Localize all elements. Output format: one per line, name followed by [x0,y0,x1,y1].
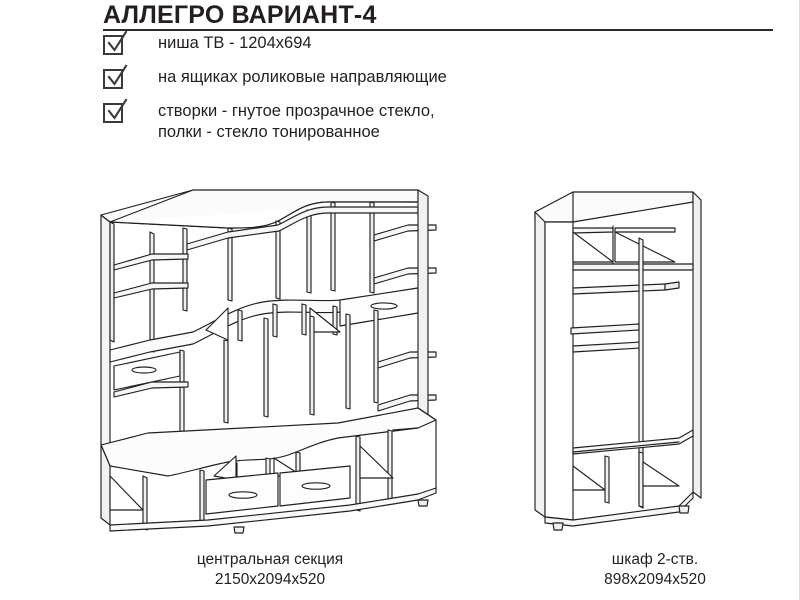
checkmark-icon [107,30,128,52]
feature-label: ниша ТВ - 1204х694 [158,34,312,52]
feature-list: ниша ТВ - 1204х694 на ящиках роликовые н… [103,30,743,155]
wardrobe-right-side [692,191,702,499]
wardrobe-door-handles [570,323,642,353]
feature-label: створки - гнутое прозрачное стекло, полк… [158,102,435,141]
feature-item: створки - гнутое прозрачное стекло, полк… [103,98,743,143]
drawer-handle-icon [131,366,157,374]
caption-wardrobe: шкаф 2-ств. 898x2094x520 [530,550,780,590]
base-bottom-edge [109,407,437,532]
feature-label: на ящиках роликовые направляющие [158,68,447,86]
caption-name: шкаф 2-ств. [611,551,699,568]
wardrobe-top-shelf [572,225,694,271]
mid-drawer [339,287,419,327]
caption-central-section: центральная секция 2150x2094x520 [110,550,430,590]
mid-cubbies [205,303,341,342]
wardrobe-center-divider [638,237,644,509]
wardrobe-hanging-rail [572,281,680,295]
wardrobe-left-side [534,211,546,518]
checkmark-icon [107,64,128,86]
wardrobe-drawing [534,191,702,531]
wardrobe-lower-compartments [572,451,680,508]
checkbox-checked-icon [103,30,128,55]
right-side-panel [417,189,429,424]
drawer-handle-icon [301,482,331,490]
checkmark-icon [107,98,128,120]
upper-dividers [109,201,375,353]
wardrobe-lower-shelf [572,429,694,455]
title-block: АЛЛЕГРО ВАРИАНТ-4 [103,2,773,31]
central-section-drawing [100,189,437,534]
base-cubbies [109,429,394,531]
drawing-area [0,180,799,560]
wardrobe-top-panel [534,191,694,223]
door-handle-icon [572,341,642,353]
feature-item: на ящиках роликовые направляющие [103,64,743,89]
base-drawers [205,465,351,515]
page-title: АЛЛЕГРО ВАРИАНТ-4 [103,1,377,29]
lower-vertical-dividers [179,309,379,434]
upper-left-shelves [113,253,189,299]
caption-dimensions: 898x2094x520 [604,571,706,588]
checkbox-checked-icon [103,64,128,89]
left-side-panel [100,214,111,453]
caption-name: центральная секция [196,551,344,568]
caption-dimensions: 2150x2094x520 [214,571,326,588]
title-divider [103,29,773,31]
wardrobe-feet [552,505,690,531]
drawer-handle-icon [370,302,398,310]
lower-left-shelves [113,381,189,398]
wardrobe-back-panel [544,221,574,521]
door-handle-icon [570,323,640,335]
feature-item: ниша ТВ - 1204х694 [103,30,743,55]
checkbox-checked-icon [103,98,128,123]
base-feet [233,499,429,534]
drawer-handle-icon [228,491,258,499]
